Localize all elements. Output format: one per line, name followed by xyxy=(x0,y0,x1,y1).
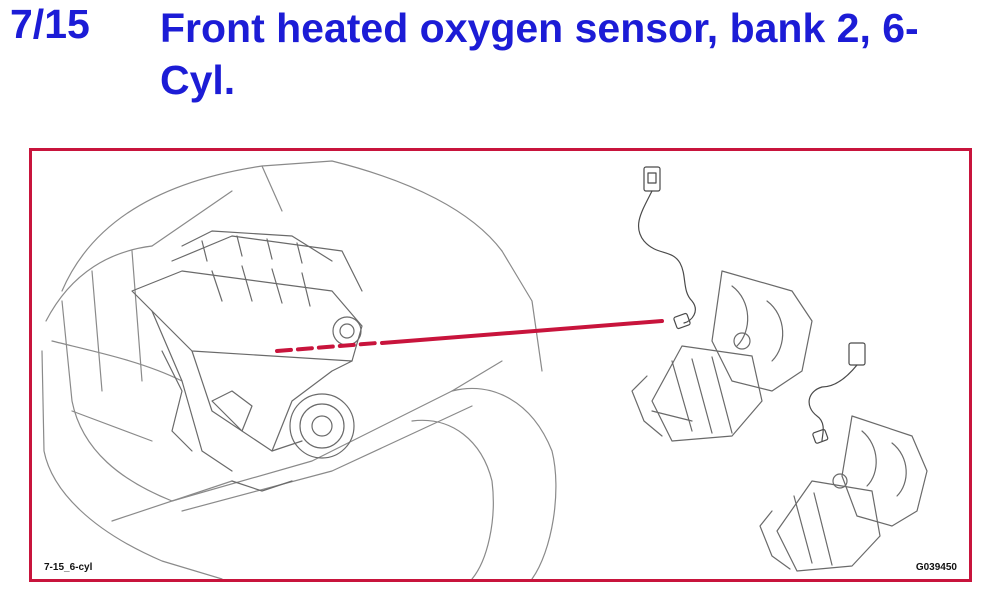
page-title: Front heated oxygen sensor, bank 2, 6-Cy… xyxy=(160,5,919,103)
oxygen-sensor-bank1 xyxy=(808,342,866,444)
engine-illustration xyxy=(41,160,928,579)
figure-label-left: 7-15_6-cyl xyxy=(44,562,93,573)
exhaust-manifold-bank1 xyxy=(759,415,928,572)
figure-label-right: G039450 xyxy=(915,562,957,573)
section-number: 7/15 xyxy=(10,1,90,47)
engine-block xyxy=(131,230,363,492)
oxygen-sensor-bank2 xyxy=(638,166,696,330)
illustration-frame: 7-15_6-cyl G039450 xyxy=(29,148,972,582)
pointer-line xyxy=(275,319,664,353)
car-body-outline xyxy=(41,160,557,579)
exhaust-manifold-bank2 xyxy=(631,270,813,442)
